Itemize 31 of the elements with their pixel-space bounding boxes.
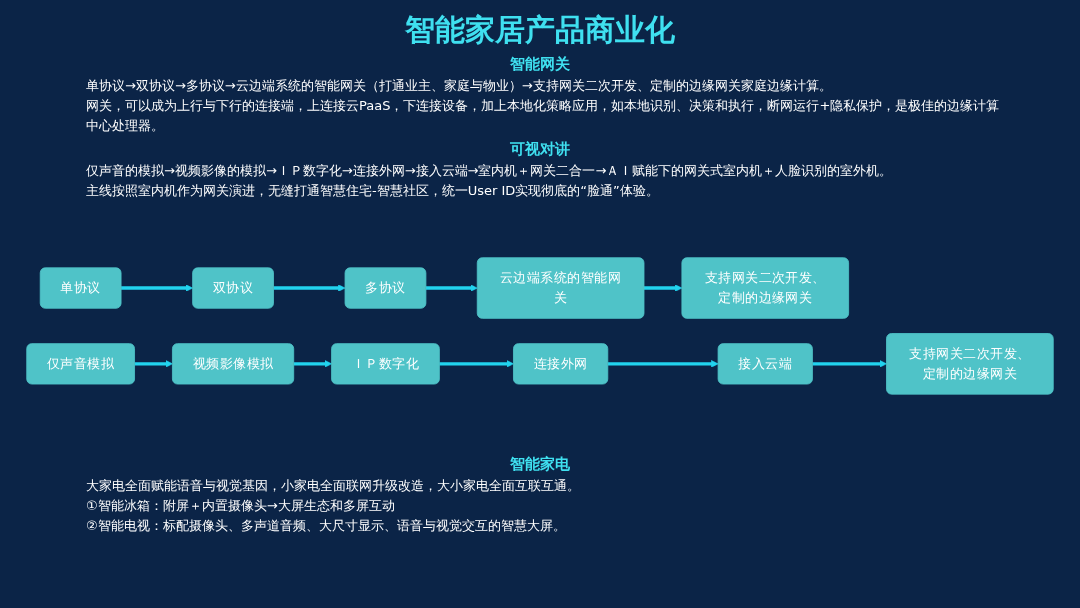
node-box: 接入云端 [717, 343, 813, 385]
node-box: 支持网关二次开发、定制的边缘网关 [886, 333, 1054, 395]
arrow [273, 284, 346, 292]
paragraph: ②智能电视：标配摄像头、多声道音频、大尺寸显示、语音与视觉交互的智慧大屏。 [86, 517, 567, 535]
arrow [439, 360, 514, 368]
arrow [607, 360, 719, 368]
section-heading: 可视对讲 [509, 140, 571, 159]
paragraph: 主线按照室内机作为网关演进，无缝打通智慧住宅-智慧社区，统一User ID实现彻底的“脸通”体验。 [86, 182, 660, 200]
arrow [812, 360, 887, 368]
node-box: 仅声音模拟 [26, 343, 135, 385]
arrow [425, 284, 478, 292]
arrow [134, 360, 173, 368]
node-box: 云边端系统的智能网关 [476, 257, 645, 319]
paragraph: 大家电全面赋能语音与视觉基因，小家电全面联网升级改造，大小家电全面互联互通。 [86, 477, 581, 495]
paragraph: 网关，可以成为上行与下行的连接端，上连接云PaaS，下连接设备，加上本地化策略应用，如本地识别、决策和执行，断网运行+隐私保护，是极佳的边缘计算中心处理器。 [86, 97, 1000, 135]
node-box: 支持网关二次开发、定制的边缘网关 [681, 257, 850, 319]
paragraph: ①智能冰箱：附屏＋内置摄像头→大屏生态和多屏互动 [86, 497, 396, 515]
arrow [293, 360, 332, 368]
arrow [644, 284, 683, 292]
node-box: 视频影像模拟 [172, 343, 295, 385]
paragraph: 单协议→双协议→多协议→云边端系统的智能网关（打通业主、家庭与物业）→支持网关二次开发、定制的边缘网关家庭边缘计算。 [86, 77, 833, 95]
node-box: 连接外网 [513, 343, 609, 385]
section-heading: 智能家电 [509, 455, 571, 474]
arrow [121, 284, 193, 292]
section-heading: 智能网关 [509, 55, 571, 74]
node-box: 双协议 [192, 267, 274, 309]
node-box: 单协议 [39, 267, 122, 309]
node-box: 多协议 [344, 267, 427, 309]
paragraph: 仅声音的模拟→视频影像的模拟→ＩＰ数字化→连接外网→接入云端→室内机＋网关二合一→ＡＩ赋能下的网关式室内机＋人脸识别的室外机。 [86, 162, 894, 180]
title: 智能家居产品商业化 [404, 11, 676, 49]
node-box: ＩＰ数字化 [331, 343, 440, 385]
